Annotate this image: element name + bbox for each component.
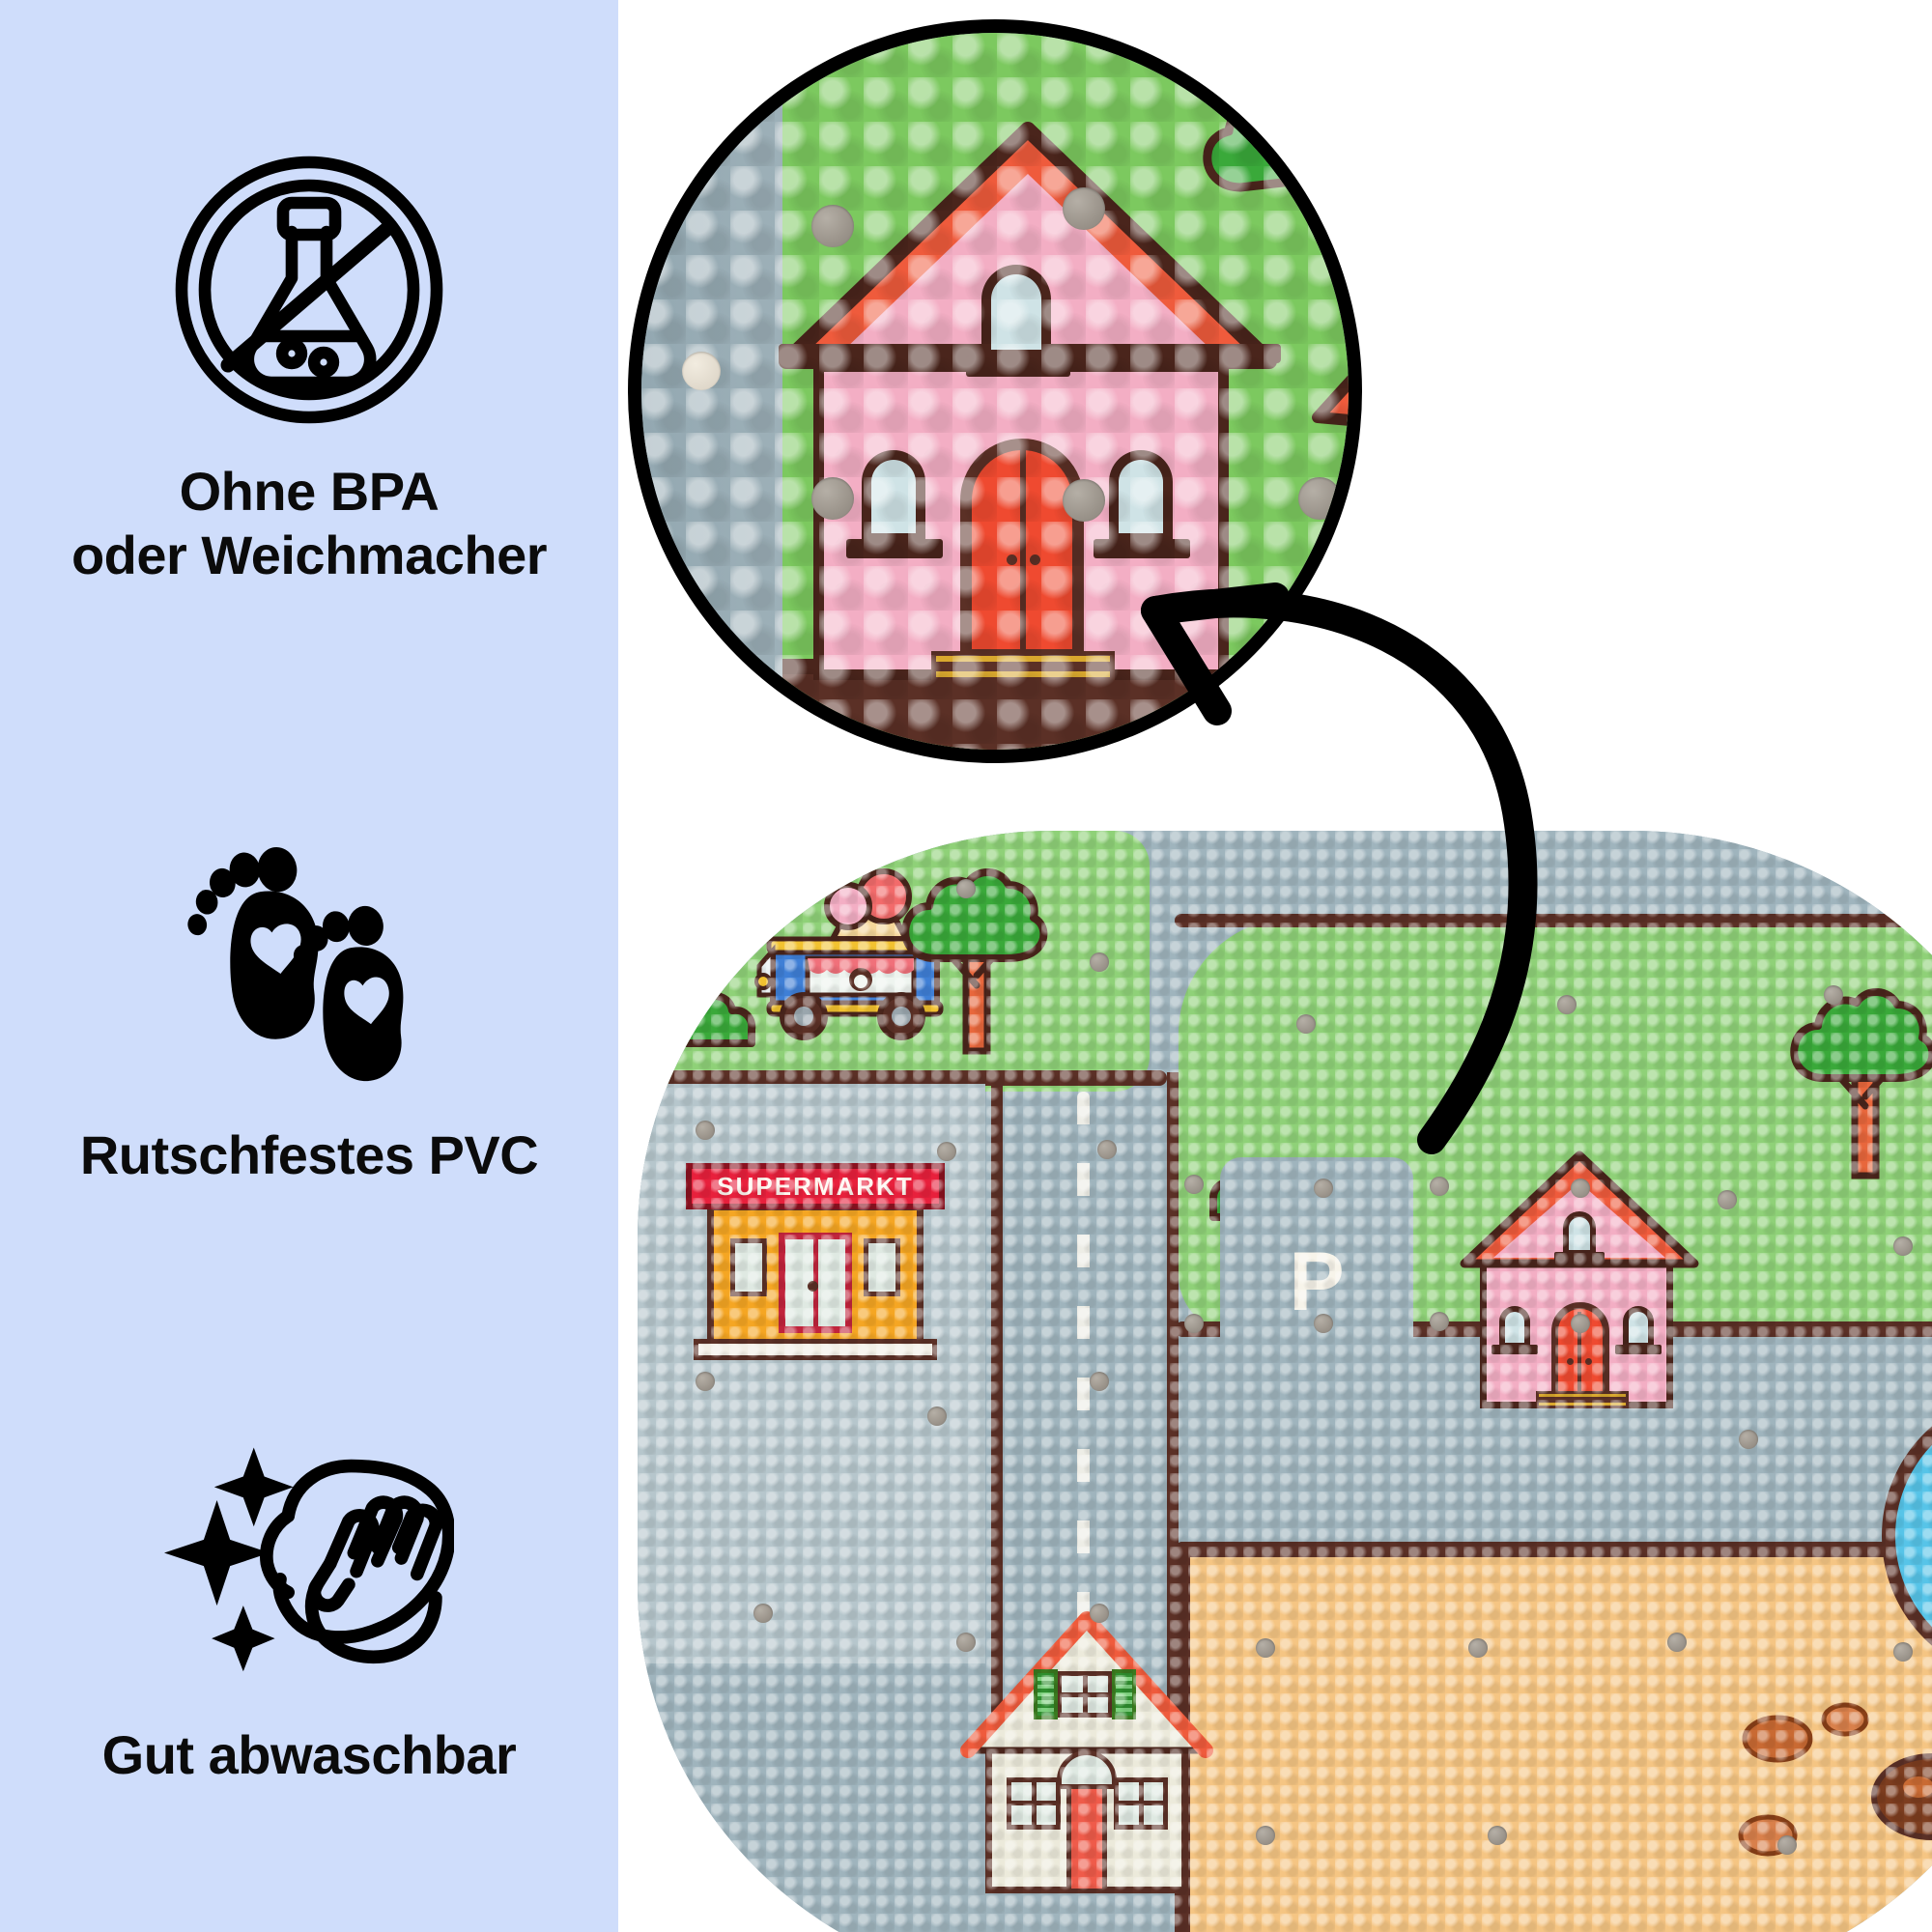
supermarket-sign: SUPERMARKT [686,1163,945,1209]
feature-washable: Gut abwaschbar [0,1418,618,1787]
sparkle-icon [164,1447,294,1672]
supermarket-building: SUPERMARKT [686,1150,945,1372]
magnified-detail-circle [628,19,1362,763]
baby-footprints-icon [187,846,404,1082]
product-photo-panel: SUPERMARKT P [618,0,1932,1932]
hand-wiping-sparkle-icon [164,1447,454,1672]
feature-label-washable: Gut abwaschbar [101,1724,517,1786]
feature-label-non-slip: Rutschfestes PVC [79,1123,539,1185]
pink-house-on-mat [1459,1150,1700,1410]
cream-house-on-mat [956,1604,1217,1893]
feature-list-panel: Ohne BPA oder Weichmacher [0,0,618,1932]
tree-icon [1790,988,1932,1179]
parking-sign-label: P [1289,1236,1345,1328]
neighbor-roof [1312,374,1349,426]
sand-pit-rocks [1738,1702,1932,1857]
feature-no-bpa: Ohne BPA oder Weichmacher [0,145,618,587]
tree-icon [901,868,1048,1055]
feature-label-no-bpa: Ohne BPA oder Weichmacher [71,460,548,585]
parking-lot: P [1220,1157,1413,1406]
bath-mat-photo: SUPERMARKT P [638,831,1932,1932]
ice-cream-truck-icon [754,867,944,1040]
bush-icon [647,989,756,1047]
feature-non-slip: Rutschfestes PVC [0,818,618,1187]
no-chemicals-flask-icon [175,156,443,423]
tree-icon [1203,87,1349,192]
supermarket-sign-label: SUPERMARKT [717,1171,914,1201]
